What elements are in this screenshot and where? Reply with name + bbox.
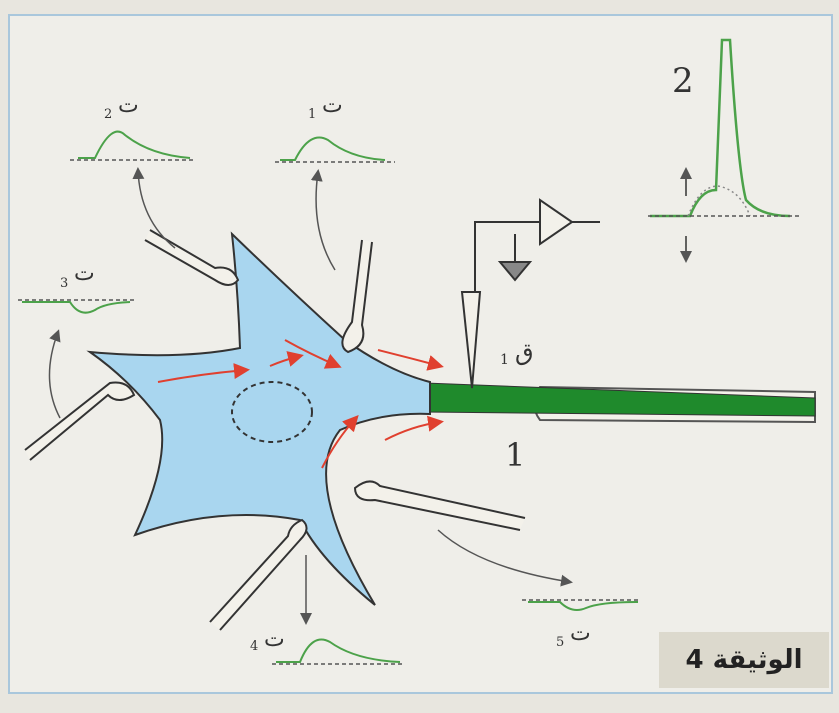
psp-1-letter: ت: [322, 93, 343, 118]
document-label: الوثيقة 4: [659, 632, 829, 688]
psp-2-trace: [78, 132, 190, 158]
psp-2-letter: ت: [118, 93, 139, 118]
psp-5-trace: [528, 602, 638, 610]
psp-3-trace: [22, 302, 130, 313]
terminal-4: [210, 520, 307, 630]
psp-4-trace: [276, 640, 400, 663]
cell-body: [90, 234, 430, 605]
terminal-1: [342, 240, 372, 352]
action-potential-trace: [648, 40, 800, 260]
terminal-3: [25, 383, 134, 461]
electrode-letter: ق: [515, 338, 534, 366]
psp-4-index: 4: [250, 639, 258, 654]
psp-3-letter: ت: [74, 261, 95, 286]
psp-1-index: 1: [308, 107, 316, 122]
psp-5-letter: ت: [570, 621, 591, 646]
axon: [425, 383, 815, 422]
psp-1-trace: [280, 138, 385, 161]
psp-2-index: 2: [104, 107, 112, 122]
psp-4-letter: ت: [264, 627, 285, 652]
psp-5-index: 5: [556, 635, 564, 650]
terminal-2: [145, 230, 238, 285]
electrode-index: 1: [500, 352, 509, 368]
axon-label: 1: [505, 436, 525, 474]
recording-label: 2: [672, 61, 694, 101]
psp-3-index: 3: [60, 276, 68, 291]
terminal-5: [355, 481, 525, 530]
